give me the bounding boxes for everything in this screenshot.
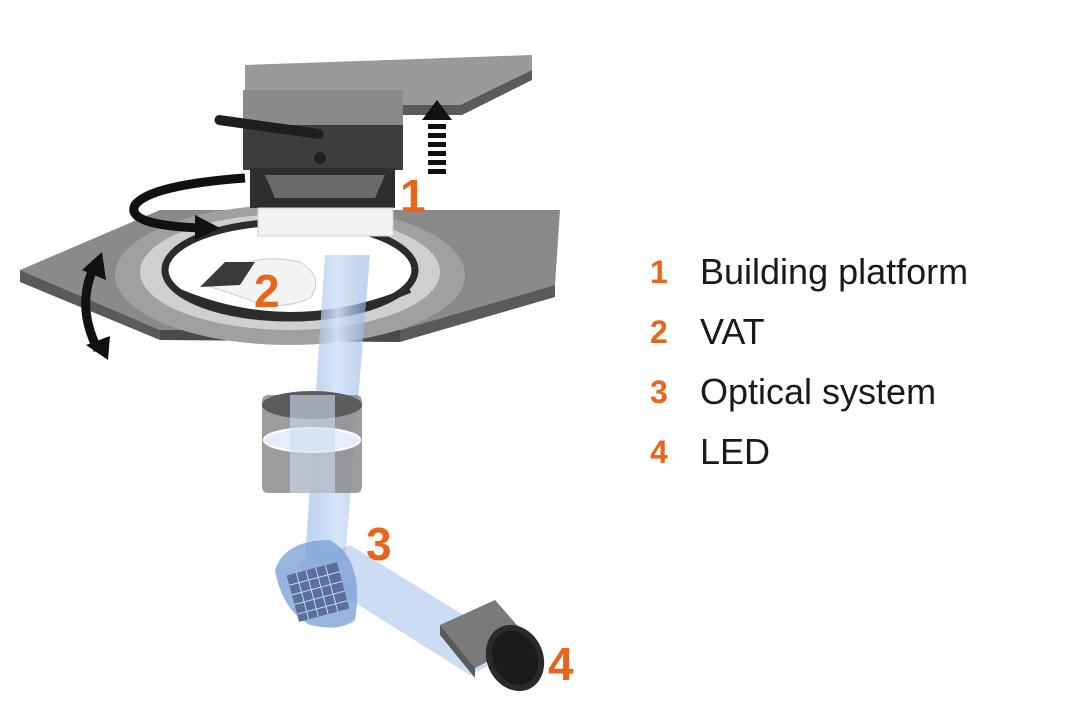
legend-number: 1 xyxy=(650,253,668,290)
lens-housing xyxy=(262,391,362,493)
led-unit xyxy=(440,600,545,692)
legend-item: 1 Building platform xyxy=(650,242,968,302)
building-platform xyxy=(214,55,532,237)
legend-item: 3 Optical system xyxy=(650,362,968,422)
legend-number: 3 xyxy=(650,373,668,410)
legend-label: VAT xyxy=(700,311,765,352)
legend-label: LED xyxy=(700,431,771,472)
callout-4: 4 xyxy=(548,638,574,690)
callout-2: 2 xyxy=(254,265,280,317)
legend: 1 Building platform 2 VAT 3 Optical syst… xyxy=(650,242,968,482)
legend-item: 4 LED xyxy=(650,422,968,482)
mirror-chip xyxy=(275,540,358,628)
up-arrow-icon xyxy=(422,100,452,174)
tilt-arrow-icon xyxy=(81,252,110,360)
legend-number: 2 xyxy=(650,313,668,350)
callout-1: 1 xyxy=(400,170,426,222)
legend-label: Building platform xyxy=(700,251,969,292)
legend-number: 4 xyxy=(650,433,668,470)
legend-item: 2 VAT xyxy=(650,302,968,362)
rotate-arrow-icon xyxy=(129,173,246,240)
legend-label: Optical system xyxy=(700,371,937,412)
callout-3: 3 xyxy=(366,518,392,570)
